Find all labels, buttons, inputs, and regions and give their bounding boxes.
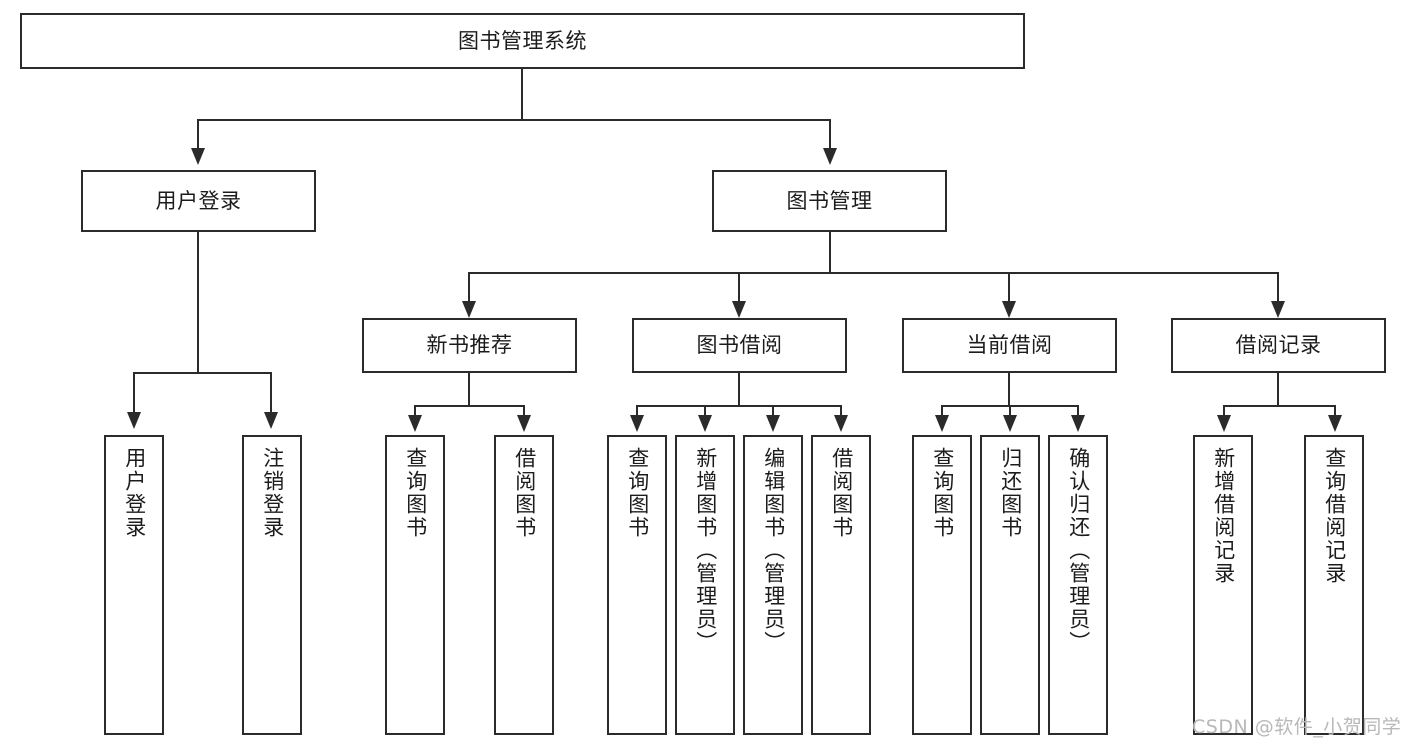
arrowhead-book-borrow xyxy=(732,301,746,318)
connector-drop-book-borrow xyxy=(738,272,740,305)
arrowhead-borrow-record xyxy=(1271,301,1285,318)
connector-level2-bus xyxy=(197,119,831,121)
connector-drop-leaf-borrow-book-1 xyxy=(523,405,525,418)
connector-drop-leaf-borrow-book-2 xyxy=(840,405,842,418)
arrowhead-leaf-logout-login xyxy=(264,412,278,429)
node-leaf-borrow-book-1[interactable]: 借阅图书 xyxy=(494,435,554,735)
connector-new-book-recommend-bus xyxy=(414,405,524,407)
node-leaf-edit-book-admin[interactable]: 编辑图书（管理员） xyxy=(743,435,803,735)
node-label: 借阅图书 xyxy=(512,447,537,539)
node-label: 注销登录 xyxy=(260,447,285,539)
connector-drop-leaf-user-login xyxy=(133,372,135,415)
connector-drop-leaf-edit-book-admin xyxy=(772,405,774,418)
node-new-book-recommend[interactable]: 新书推荐 xyxy=(362,318,577,373)
arrowhead-new-book-recommend xyxy=(462,301,476,318)
node-leaf-borrow-book-2[interactable]: 借阅图书 xyxy=(811,435,871,735)
node-label: 归还图书 xyxy=(998,447,1023,539)
connector-drop-user-login xyxy=(197,119,199,152)
connector-drop-borrow-record xyxy=(1277,272,1279,305)
connector-book-borrow-stem xyxy=(738,373,740,406)
node-leaf-query-book-1[interactable]: 查询图书 xyxy=(385,435,445,735)
arrowhead-user-login xyxy=(191,148,205,165)
arrowhead-book-management xyxy=(823,148,837,165)
connector-drop-leaf-add-borrow-record xyxy=(1223,405,1225,418)
connector-root-stem xyxy=(521,69,523,120)
connector-drop-leaf-query-book-2 xyxy=(636,405,638,418)
node-leaf-confirm-return-admin[interactable]: 确认归还（管理员） xyxy=(1048,435,1108,735)
node-book-management[interactable]: 图书管理 xyxy=(712,170,947,232)
node-label: 图书借阅 xyxy=(696,333,783,358)
arrowhead-leaf-borrow-book-2 xyxy=(834,415,848,432)
node-label: 查询借阅记录 xyxy=(1322,447,1347,585)
connector-book-management-stem xyxy=(829,232,831,273)
node-leaf-query-book-3[interactable]: 查询图书 xyxy=(912,435,972,735)
arrowhead-leaf-query-book-1 xyxy=(408,415,422,432)
arrowhead-leaf-user-login xyxy=(127,412,141,429)
connector-book-borrow-bus xyxy=(636,405,842,407)
node-book-management-system[interactable]: 图书管理系统 xyxy=(20,13,1025,69)
node-leaf-query-book-2[interactable]: 查询图书 xyxy=(607,435,667,735)
connector-drop-leaf-add-book-admin xyxy=(704,405,706,418)
node-label: 用户登录 xyxy=(155,188,242,213)
arrowhead-leaf-add-book-admin xyxy=(698,415,712,432)
arrowhead-leaf-return-book xyxy=(1003,415,1017,432)
connector-current-borrow-stem xyxy=(1008,373,1010,406)
connector-drop-new-book-recommend xyxy=(468,272,470,305)
connector-drop-leaf-confirm-return-admin xyxy=(1077,405,1079,418)
node-label: 查询图书 xyxy=(403,447,428,539)
node-user-login[interactable]: 用户登录 xyxy=(81,170,316,232)
connector-user-login-bus xyxy=(133,372,271,374)
arrowhead-leaf-borrow-book-1 xyxy=(517,415,531,432)
connector-drop-leaf-query-book-3 xyxy=(941,405,943,418)
arrowhead-current-borrow xyxy=(1002,301,1016,318)
arrowhead-leaf-add-borrow-record xyxy=(1217,415,1231,432)
node-label: 图书管理系统 xyxy=(458,28,587,53)
node-label: 新书推荐 xyxy=(426,333,513,358)
connector-drop-leaf-query-book-1 xyxy=(414,405,416,418)
connector-level3-bus xyxy=(468,272,1279,274)
connector-drop-leaf-logout-login xyxy=(270,372,272,415)
node-label: 当前借阅 xyxy=(966,333,1053,358)
connector-new-book-recommend-stem xyxy=(468,373,470,406)
connector-user-login-stem xyxy=(197,232,199,373)
arrowhead-leaf-query-borrow-record xyxy=(1328,415,1342,432)
node-borrow-record[interactable]: 借阅记录 xyxy=(1171,318,1386,373)
connector-drop-leaf-query-borrow-record xyxy=(1334,405,1336,418)
node-label: 新增图书（管理员） xyxy=(693,447,718,654)
node-label: 新增借阅记录 xyxy=(1211,447,1236,585)
connector-borrow-record-bus xyxy=(1223,405,1335,407)
node-label: 编辑图书（管理员） xyxy=(761,447,786,654)
arrowhead-leaf-query-book-2 xyxy=(630,415,644,432)
node-current-borrow[interactable]: 当前借阅 xyxy=(902,318,1117,373)
node-label: 图书管理 xyxy=(786,188,873,213)
connector-drop-book-management xyxy=(829,119,831,152)
node-label: 查询图书 xyxy=(625,447,650,539)
node-leaf-user-login[interactable]: 用户登录 xyxy=(104,435,164,735)
connector-borrow-record-stem xyxy=(1277,373,1279,406)
node-label: 用户登录 xyxy=(122,447,147,539)
connector-drop-leaf-return-book xyxy=(1009,405,1011,418)
node-label: 借阅记录 xyxy=(1235,333,1322,358)
node-leaf-logout-login[interactable]: 注销登录 xyxy=(242,435,302,735)
node-leaf-add-borrow-record[interactable]: 新增借阅记录 xyxy=(1193,435,1253,735)
node-leaf-return-book[interactable]: 归还图书 xyxy=(980,435,1040,735)
node-label: 查询图书 xyxy=(930,447,955,539)
node-label: 借阅图书 xyxy=(829,447,854,539)
arrowhead-leaf-query-book-3 xyxy=(935,415,949,432)
node-leaf-add-book-admin[interactable]: 新增图书（管理员） xyxy=(675,435,735,735)
arrowhead-leaf-edit-book-admin xyxy=(766,415,780,432)
node-book-borrow[interactable]: 图书借阅 xyxy=(632,318,847,373)
node-leaf-query-borrow-record[interactable]: 查询借阅记录 xyxy=(1304,435,1364,735)
node-label: 确认归还（管理员） xyxy=(1066,447,1091,654)
connector-drop-current-borrow xyxy=(1008,272,1010,305)
arrowhead-leaf-confirm-return-admin xyxy=(1071,415,1085,432)
